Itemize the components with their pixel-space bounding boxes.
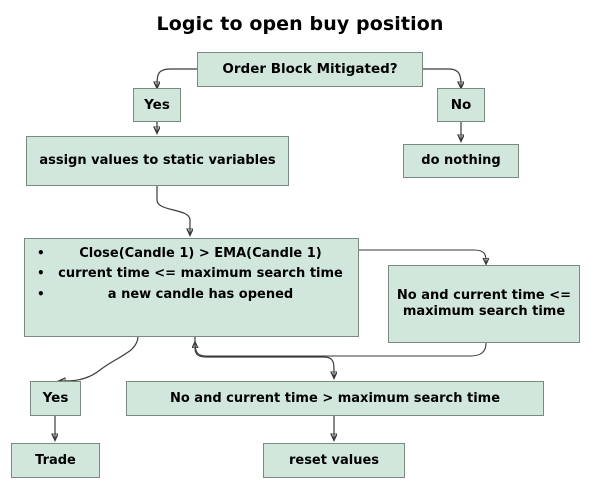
node-reset-values[interactable]: reset values (263, 443, 405, 478)
node-yes-bottom[interactable]: Yes (30, 381, 81, 416)
node-no-top[interactable]: No (437, 88, 485, 122)
edge-no-within-time-to-conditions (195, 342, 487, 357)
entry-conditions-list: Close(Candle 1) > EMA(Candle 1) current … (33, 246, 350, 303)
node-yes-top[interactable]: Yes (133, 88, 181, 122)
node-assign-values-to-static-variables[interactable]: assign values to static variables (26, 136, 289, 186)
edge-order-block-to-no (422, 68, 461, 88)
node-do-nothing[interactable]: do nothing (403, 144, 519, 178)
node-trade[interactable]: Trade (11, 443, 100, 478)
edge-conditions-to-no-past-time (194, 336, 334, 378)
edge-order-block-to-yes (157, 68, 197, 88)
node-order-block-mitigated[interactable]: Order Block Mitigated? (197, 52, 423, 87)
condition-item: Close(Candle 1) > EMA(Candle 1) (37, 246, 350, 262)
edge-conditions-to-yes-bottom (59, 335, 139, 381)
node-entry-conditions[interactable]: Close(Candle 1) > EMA(Candle 1) current … (24, 238, 359, 337)
edge-conditions-to-no-within-time (358, 249, 486, 264)
node-no-and-current-time-past-max-search-time[interactable]: No and current time > maximum search tim… (126, 381, 544, 416)
page-title: Logic to open buy position (156, 13, 444, 35)
node-no-and-current-time-within-max-search-time[interactable]: No and current time <= maximum search ti… (388, 265, 580, 343)
condition-item: current time <= maximum search time (37, 266, 350, 282)
edge-assign-values-to-conditions (156, 185, 190, 235)
condition-item: a new candle has opened (37, 287, 350, 303)
